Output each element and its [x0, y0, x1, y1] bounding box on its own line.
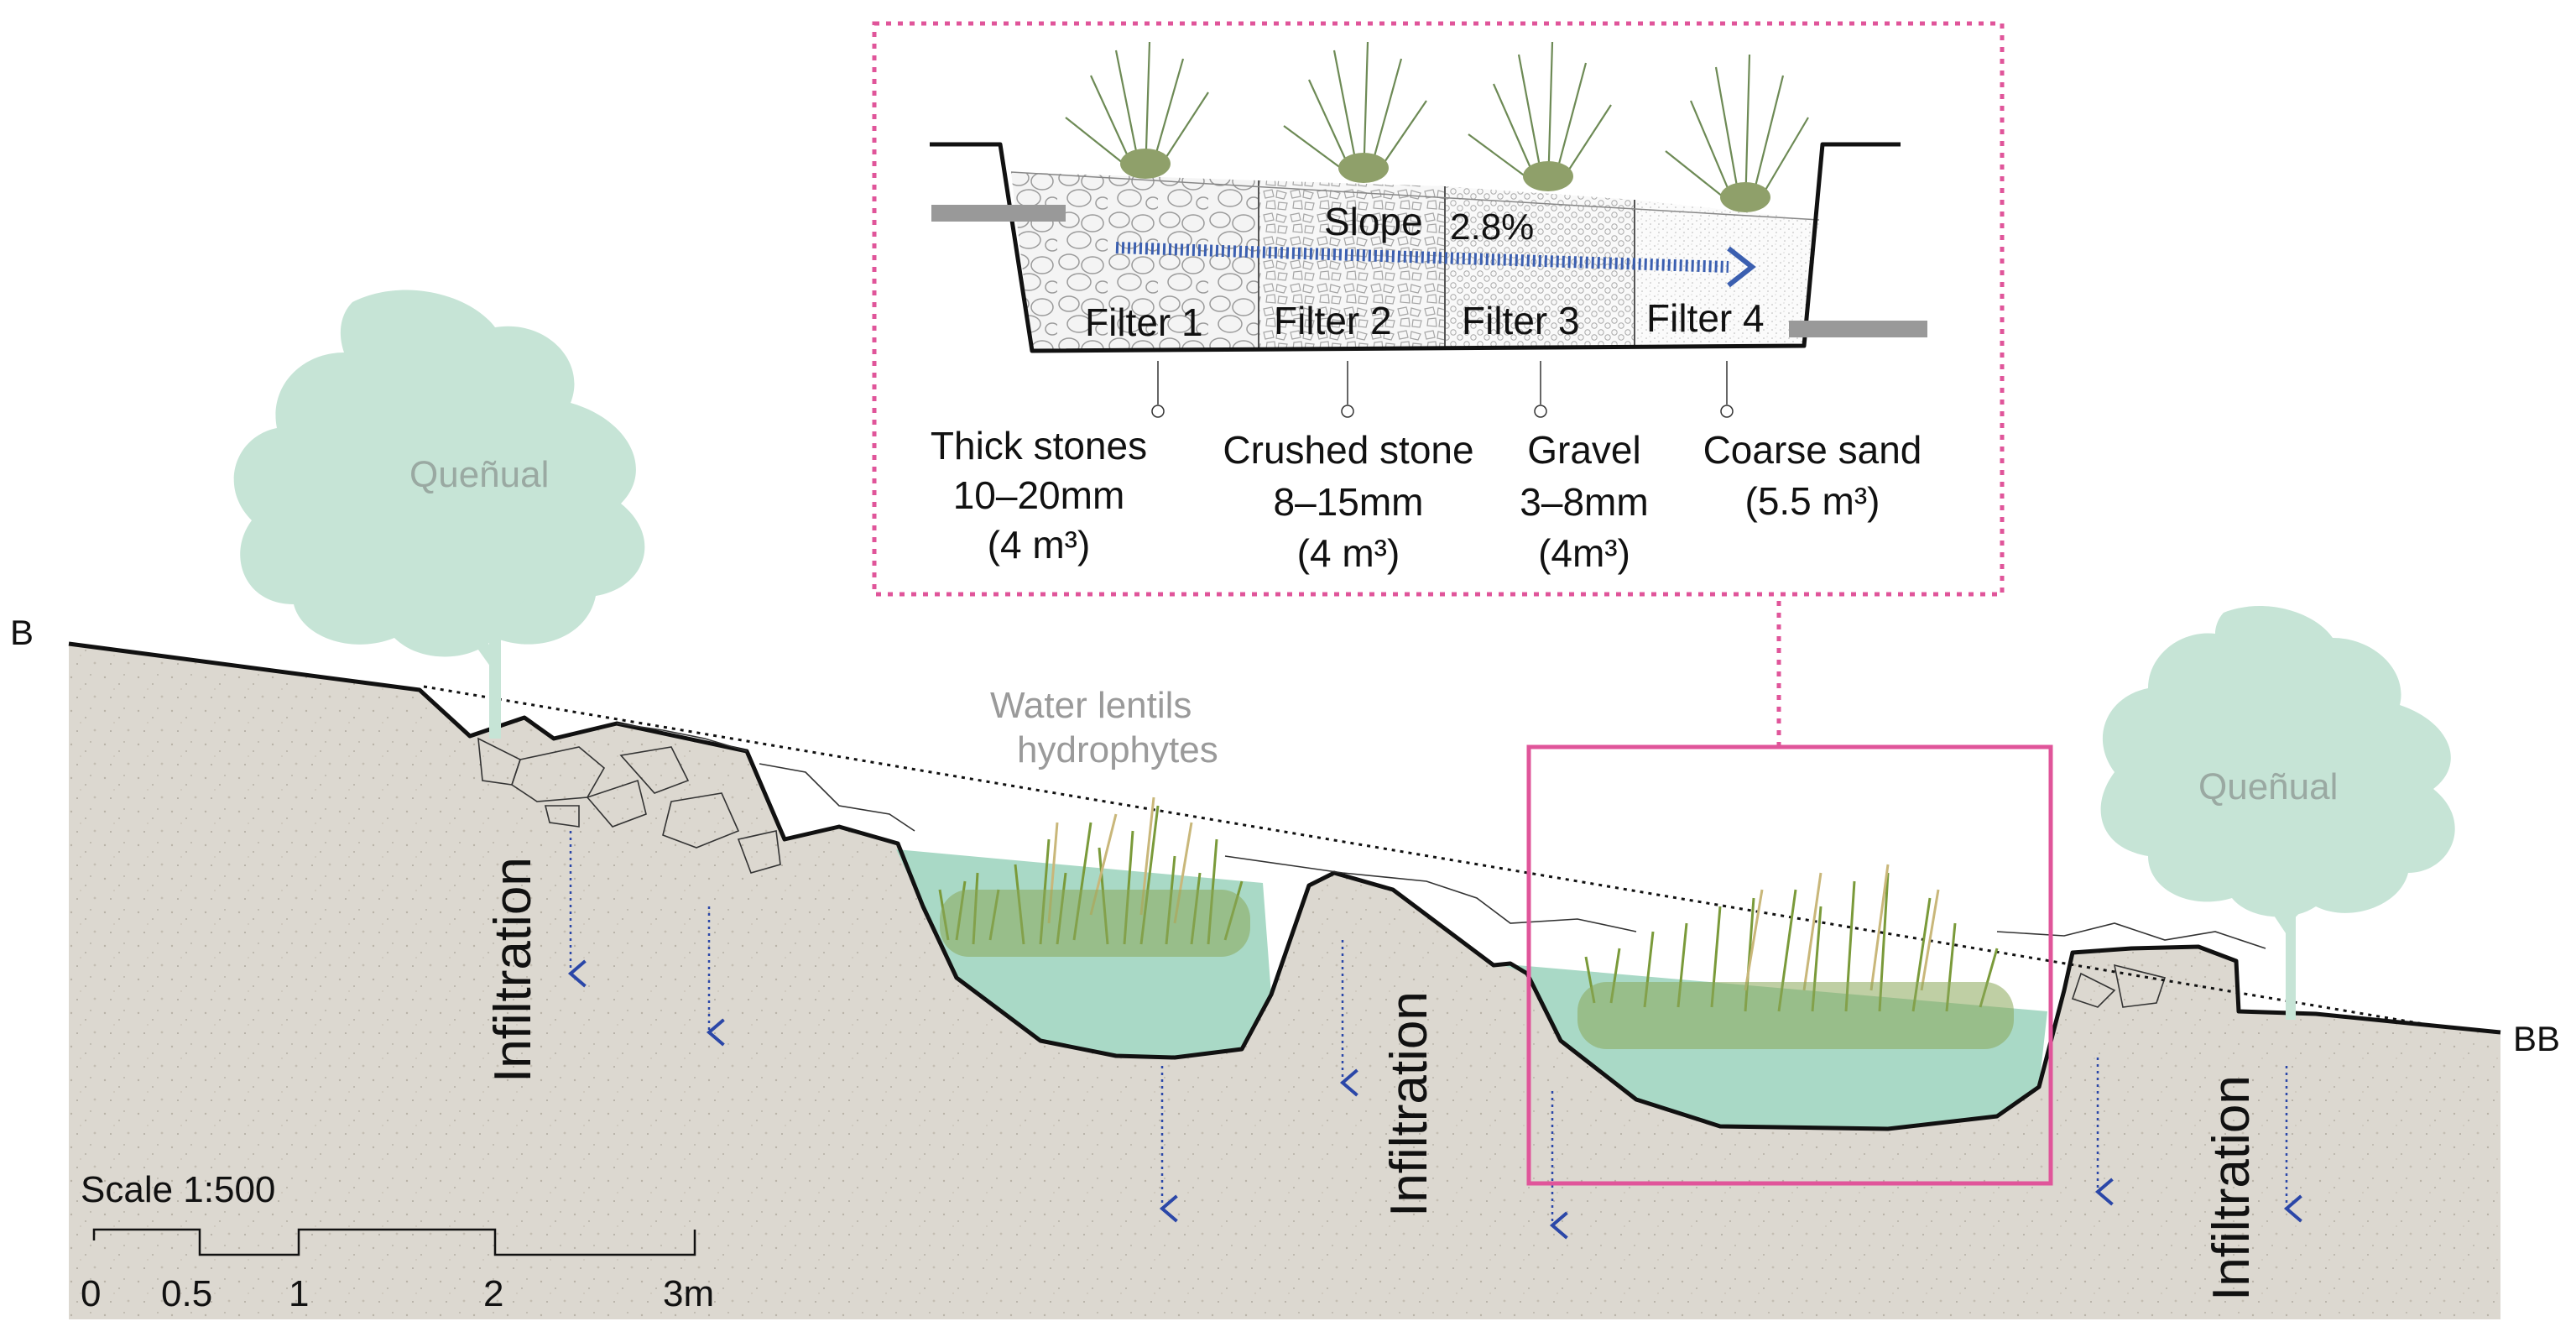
detail-grasses — [1065, 41, 1809, 211]
flow-arrow-line — [1115, 242, 1729, 273]
filter-3-name: Filter 3 — [1462, 299, 1580, 342]
scale-title: Scale 1:500 — [81, 1169, 275, 1210]
filter-callout-leaders — [1151, 361, 1734, 418]
flow-arrow-head — [1727, 246, 1756, 288]
outlet-pipe — [1789, 321, 1927, 337]
section-marker-b: B — [10, 613, 34, 652]
filter-1-volume: (4 m³) — [988, 523, 1091, 567]
filter-2-name: Filter 2 — [1274, 299, 1392, 342]
pond-plants-right — [1584, 864, 1999, 1012]
infiltration-arrows — [567, 831, 2302, 1240]
hydrophytes-label-line2: hydrophytes — [1017, 729, 1218, 770]
filter-basin-outline — [930, 142, 1901, 353]
scale-bar — [92, 1228, 696, 1256]
tree-left-label: Queñual — [409, 454, 549, 495]
section-marker-bb: BB — [2513, 1019, 2560, 1058]
slope-label: Slope — [1324, 200, 1423, 243]
tree-right — [2100, 605, 2455, 1020]
rock-outlines — [477, 723, 2266, 1008]
filter-1-size: 10–20mm — [953, 473, 1125, 517]
scale-tick-2: 2 — [483, 1273, 503, 1314]
pond-plants-left-mass — [940, 890, 1250, 957]
scale-tick-1: 1 — [289, 1273, 309, 1314]
filter-1-name: Filter 1 — [1085, 300, 1203, 344]
filter-3-size: 3–8mm — [1520, 480, 1648, 524]
infiltration-label-2: Infiltration — [1380, 991, 1438, 1217]
tree-right-label: Queñual — [2198, 766, 2338, 807]
filter-4-volume: (5.5 m³) — [1745, 479, 1880, 523]
filter-4-material: Coarse sand — [1703, 428, 1922, 472]
filter-3-volume: (4m³) — [1538, 531, 1630, 575]
infiltration-label-1: Infiltration — [484, 857, 542, 1083]
hydrophytes-label-line1: Water lentils — [990, 685, 1192, 726]
filter-1-material: Thick stones — [931, 424, 1147, 467]
tree-left — [233, 290, 645, 739]
inlet-pipe — [931, 205, 1066, 222]
soil-profile — [69, 644, 2500, 1319]
slope-value: 2.8% — [1450, 206, 1534, 248]
pond-plants-right-mass — [1577, 982, 2014, 1049]
filter-2-material: Crushed stone — [1223, 428, 1473, 472]
filter-1-fill — [1011, 172, 1259, 351]
scale-tick-3m: 3m — [663, 1273, 714, 1314]
filter-2-volume: (4 m³) — [1297, 531, 1400, 575]
filter-4-name: Filter 4 — [1646, 296, 1765, 340]
filter-2-size: 8–15mm — [1274, 480, 1424, 524]
filter-3-material: Gravel — [1527, 428, 1640, 472]
detail-grass-bases — [1120, 149, 1770, 212]
scale-tick-0-5: 0.5 — [161, 1273, 212, 1314]
scale-tick-0: 0 — [81, 1273, 101, 1314]
infiltration-label-3: Infiltration — [2203, 1075, 2261, 1301]
filter-2-fill — [1259, 180, 1445, 348]
highlight-frame — [1526, 744, 2053, 1186]
filter-3-fill — [1445, 186, 1635, 348]
filter-dividers — [1010, 171, 1820, 348]
filter-4-fill — [1635, 200, 1819, 346]
